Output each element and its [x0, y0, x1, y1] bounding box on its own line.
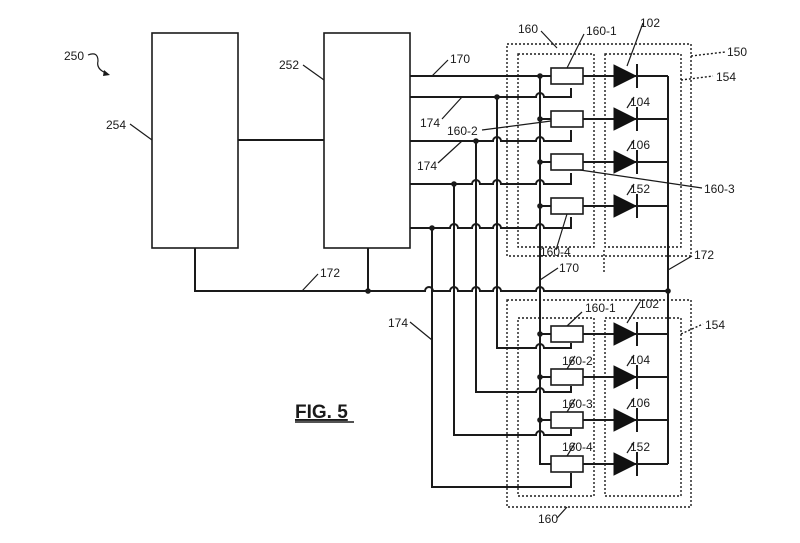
- node: [494, 94, 500, 100]
- label-160-3-lower: 160-3: [562, 397, 593, 411]
- label-160-3-upper: 160-3: [704, 182, 735, 196]
- upper-group: [537, 64, 668, 218]
- driver-160-3-upper: [550, 153, 584, 171]
- label-160-lower: 160: [538, 512, 558, 526]
- node: [365, 288, 371, 294]
- feeder-lower-4: [431, 228, 572, 488]
- label-106-lower: 106: [630, 396, 650, 410]
- label-102-lower: 102: [639, 297, 659, 311]
- led-152-lower: [613, 452, 638, 476]
- line-174-row2: [410, 130, 572, 142]
- arrow-250-icon: [103, 70, 110, 76]
- label-154-lower: 154: [705, 318, 725, 332]
- label-160-4-upper: 160-4: [540, 245, 571, 259]
- led-102-upper: [613, 64, 638, 88]
- label-154-upper: 154: [716, 70, 736, 84]
- label-160-upper: 160: [518, 22, 538, 36]
- label-250: 250: [64, 49, 84, 63]
- figure-title: FIG. 5: [295, 402, 348, 423]
- led-102-lower: [613, 322, 638, 346]
- feeder-lower-1: [496, 97, 572, 349]
- module-150-upper-outline: [506, 43, 692, 257]
- label-172-right: 172: [694, 248, 714, 262]
- led-106-upper: [613, 150, 638, 174]
- driver-160-4-lower: [550, 455, 584, 473]
- label-160-4-lower: 160-4: [562, 440, 593, 454]
- label-160-2-lower: 160-2: [562, 354, 593, 368]
- driver-160-1-upper: [550, 67, 584, 85]
- driver-160-3-lower: [550, 411, 584, 429]
- label-160-1-upper: 160-1: [586, 24, 617, 38]
- led-152-upper: [613, 194, 638, 218]
- line-174-row3: [410, 173, 572, 185]
- block-252: [323, 32, 411, 249]
- led-104-upper: [613, 107, 638, 131]
- driver-group-160-upper-outline: [517, 53, 595, 248]
- label-172-left: 172: [320, 266, 340, 280]
- led-group-154-upper-outline: [604, 53, 682, 248]
- label-106-upper: 106: [630, 138, 650, 152]
- driver-160-2-lower: [550, 368, 584, 386]
- label-150: 150: [727, 45, 747, 59]
- label-170-top: 170: [450, 52, 470, 66]
- label-160-2-upper: 160-2: [447, 124, 478, 138]
- line-174-row1: [410, 88, 572, 98]
- label-104-upper: 104: [630, 95, 650, 109]
- label-252: 252: [279, 58, 299, 72]
- feeder-lower-3: [453, 184, 572, 436]
- led-104-lower: [613, 365, 638, 389]
- label-170-mid: 170: [559, 261, 579, 275]
- node: [473, 138, 479, 144]
- leader-250: [87, 53, 107, 74]
- driver-160-2-upper: [550, 110, 584, 128]
- label-160-1-lower: 160-1: [585, 301, 616, 315]
- module-150-lower-outline: [506, 299, 692, 508]
- led-group-154-lower-outline: [604, 317, 682, 497]
- driver-160-4-upper: [550, 197, 584, 215]
- led-106-lower: [613, 408, 638, 432]
- feeder-lower-2: [475, 141, 572, 393]
- line-174-row4: [410, 217, 572, 229]
- node: [429, 225, 435, 231]
- label-254: 254: [106, 118, 126, 132]
- label-174-a: 174: [420, 116, 440, 130]
- block-254: [151, 32, 239, 249]
- label-152-upper: 152: [630, 182, 650, 196]
- label-152-lower: 152: [630, 440, 650, 454]
- label-174-c: 174: [388, 316, 408, 330]
- driver-group-160-lower-outline: [517, 317, 595, 497]
- label-102-upper: 102: [640, 16, 660, 30]
- node: [451, 181, 457, 187]
- driver-160-1-lower: [550, 325, 584, 343]
- label-174-b: 174: [417, 159, 437, 173]
- label-104-lower: 104: [630, 353, 650, 367]
